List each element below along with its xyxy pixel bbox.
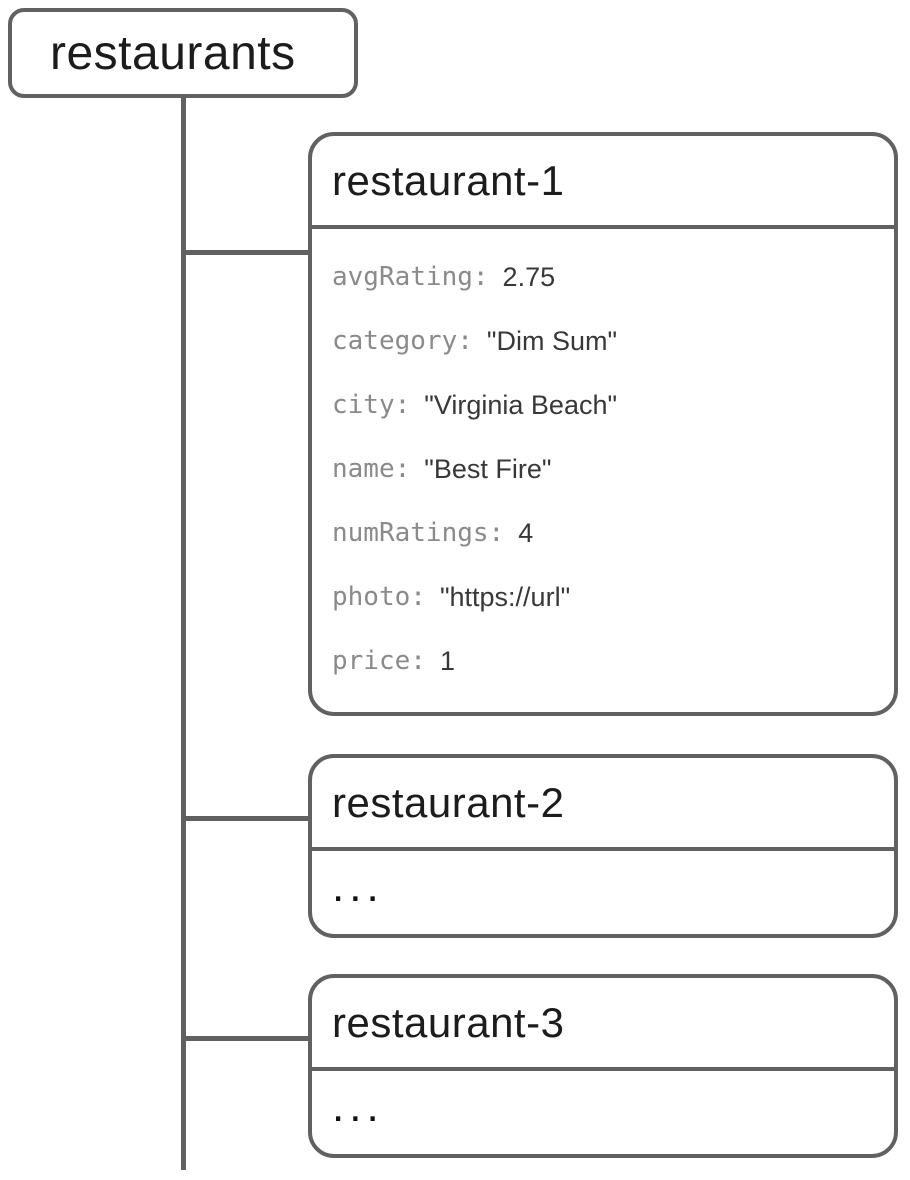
field-row-numRatings: numRatings 4 [332, 501, 874, 565]
field-key: numRatings [332, 518, 504, 548]
field-value: 4 [518, 517, 534, 548]
field-value: "Virginia Beach" [424, 389, 618, 420]
connector-line-restaurant-2 [181, 816, 310, 821]
document-fields: avgRating 2.75 category "Dim Sum" city "… [312, 229, 894, 693]
document-fields-collapsed: ... [312, 1071, 894, 1158]
field-row-name: name "Best Fire" [332, 437, 874, 501]
field-key: price [332, 646, 426, 676]
field-key: category [332, 326, 473, 356]
document-title: restaurant-1 [312, 136, 894, 229]
field-key: name [332, 454, 410, 484]
field-row-avgRating: avgRating 2.75 [332, 245, 874, 309]
field-value: 1 [439, 645, 455, 676]
field-value: "Best Fire" [424, 453, 552, 484]
field-row-price: price 1 [332, 629, 874, 693]
field-value: "Dim Sum" [486, 325, 618, 356]
document-title: restaurant-3 [312, 978, 894, 1071]
field-value: 2.75 [502, 261, 556, 292]
connector-line-restaurant-3 [181, 1036, 310, 1041]
collection-node-restaurants[interactable]: restaurants [8, 8, 358, 98]
document-card-restaurant-3[interactable]: restaurant-3 ... [308, 974, 898, 1158]
connector-line-restaurant-1 [181, 250, 310, 255]
field-row-city: city "Virginia Beach" [332, 373, 874, 437]
field-value: "https://url" [439, 581, 571, 612]
document-title: restaurant-2 [312, 758, 894, 851]
field-row-category: category "Dim Sum" [332, 309, 874, 373]
document-card-restaurant-2[interactable]: restaurant-2 ... [308, 754, 898, 938]
field-key: avgRating [332, 262, 489, 292]
field-key: photo [332, 582, 426, 612]
document-card-restaurant-1[interactable]: restaurant-1 avgRating 2.75 category "Di… [308, 132, 898, 716]
collection-label: restaurants [50, 26, 296, 80]
tree-trunk-line [181, 98, 186, 1170]
ellipsis-label: ... [332, 1081, 384, 1131]
document-fields-collapsed: ... [312, 851, 894, 938]
field-row-photo: photo "https://url" [332, 565, 874, 629]
ellipsis-label: ... [332, 861, 384, 911]
field-key: city [332, 390, 410, 420]
